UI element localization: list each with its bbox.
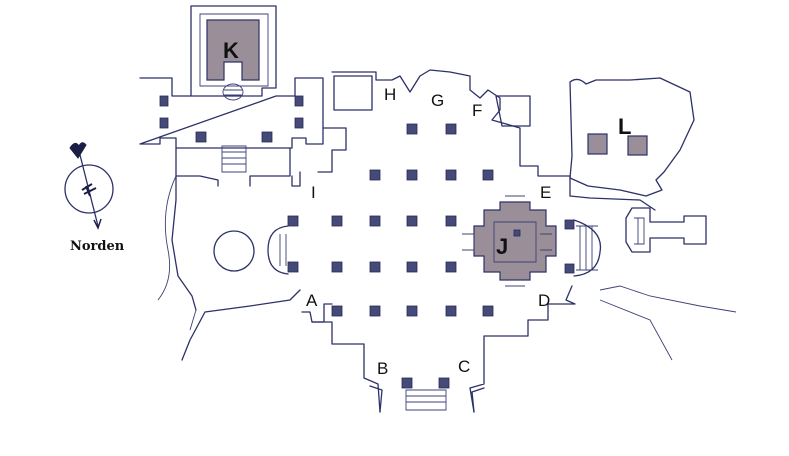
main-hall-wall [171,69,656,413]
shrine-k-building [190,5,277,101]
main-hall-sw-wall [311,303,333,323]
label-j: J [496,234,508,259]
pillar [564,263,575,274]
pillar [401,377,413,389]
north-label: Norden [70,239,125,254]
north-chambers [333,75,531,127]
south-arrow-tip [93,218,102,230]
pillar [406,261,418,273]
k-pillar [159,95,169,107]
k-pillar [159,117,169,129]
pillar [406,123,418,135]
pillar [287,261,299,273]
label-k: K [223,38,239,63]
pillar-grid [287,123,575,389]
pillar [445,305,457,317]
k-pillar [195,131,207,143]
pillar [369,305,381,317]
north-arrow-icon [69,142,87,159]
east-porch [573,219,602,277]
shrine-k-inner-wall [199,13,269,87]
k-pillar [294,95,304,107]
compass-needle [81,183,97,197]
label-l: L [618,114,631,139]
pillar [438,377,450,389]
pillar [482,305,494,317]
label-a: A [306,291,318,310]
label-e: E [540,183,551,202]
east-extension-wall [625,207,707,253]
pillar [445,215,457,227]
label-i: I [311,183,316,202]
shrine-j-outer [473,201,557,281]
k-porch [175,147,291,187]
pillar [369,261,381,273]
shrine-j [462,195,557,287]
south-entrance [369,385,485,413]
pillar [369,215,381,227]
east-porch-arch [573,219,602,277]
pillar [445,123,457,135]
pillar [406,169,418,181]
round-pool [213,230,255,272]
south-entrance-wall [369,385,485,413]
area-l [569,77,695,197]
west-porch-arch [267,225,289,275]
compass: Norden [64,142,125,254]
pillar [564,219,575,230]
area-l-shrine [627,135,648,156]
shrine-k-steps [222,83,244,101]
pillar [369,169,381,181]
k-stairs [221,145,247,173]
k-hall-wall [139,77,324,149]
pillar [287,215,299,227]
east-extension [599,207,737,361]
label-c: C [458,357,470,376]
area-l-boundary [569,77,695,197]
main-hall [171,69,656,413]
pillar [406,305,418,317]
pillar [331,305,343,317]
east-ground-line [599,285,737,361]
chamber-h [333,75,373,111]
shrine-j-pillar [513,229,521,237]
west-porch [213,225,289,275]
west-ground-line [157,175,197,331]
label-g: G [431,91,444,110]
k-pillar [294,117,304,129]
pillar [331,261,343,273]
pillar [445,261,457,273]
main-hall-north-gate [317,127,347,173]
label-f: F [472,101,482,120]
south-stairs [405,389,447,411]
chamber-f [495,95,531,127]
pillar [445,169,457,181]
area-l-shrine [587,133,608,155]
pillar [482,169,494,181]
label-b: B [377,359,388,378]
shrine-j-inner [493,221,537,263]
shrine-k-sanctum [206,19,260,81]
pillar [331,215,343,227]
k-pillar [261,131,273,143]
pillar [406,215,418,227]
shrine-j-steps [462,195,552,287]
west-ground [157,175,197,331]
west-porch-columns [279,234,287,266]
compass-circle [64,164,114,214]
main-hall-west-wall [291,171,301,187]
label-h: H [384,85,396,104]
label-d: D [538,291,550,310]
k-hall [139,77,324,187]
east-extension-steps [634,217,645,245]
